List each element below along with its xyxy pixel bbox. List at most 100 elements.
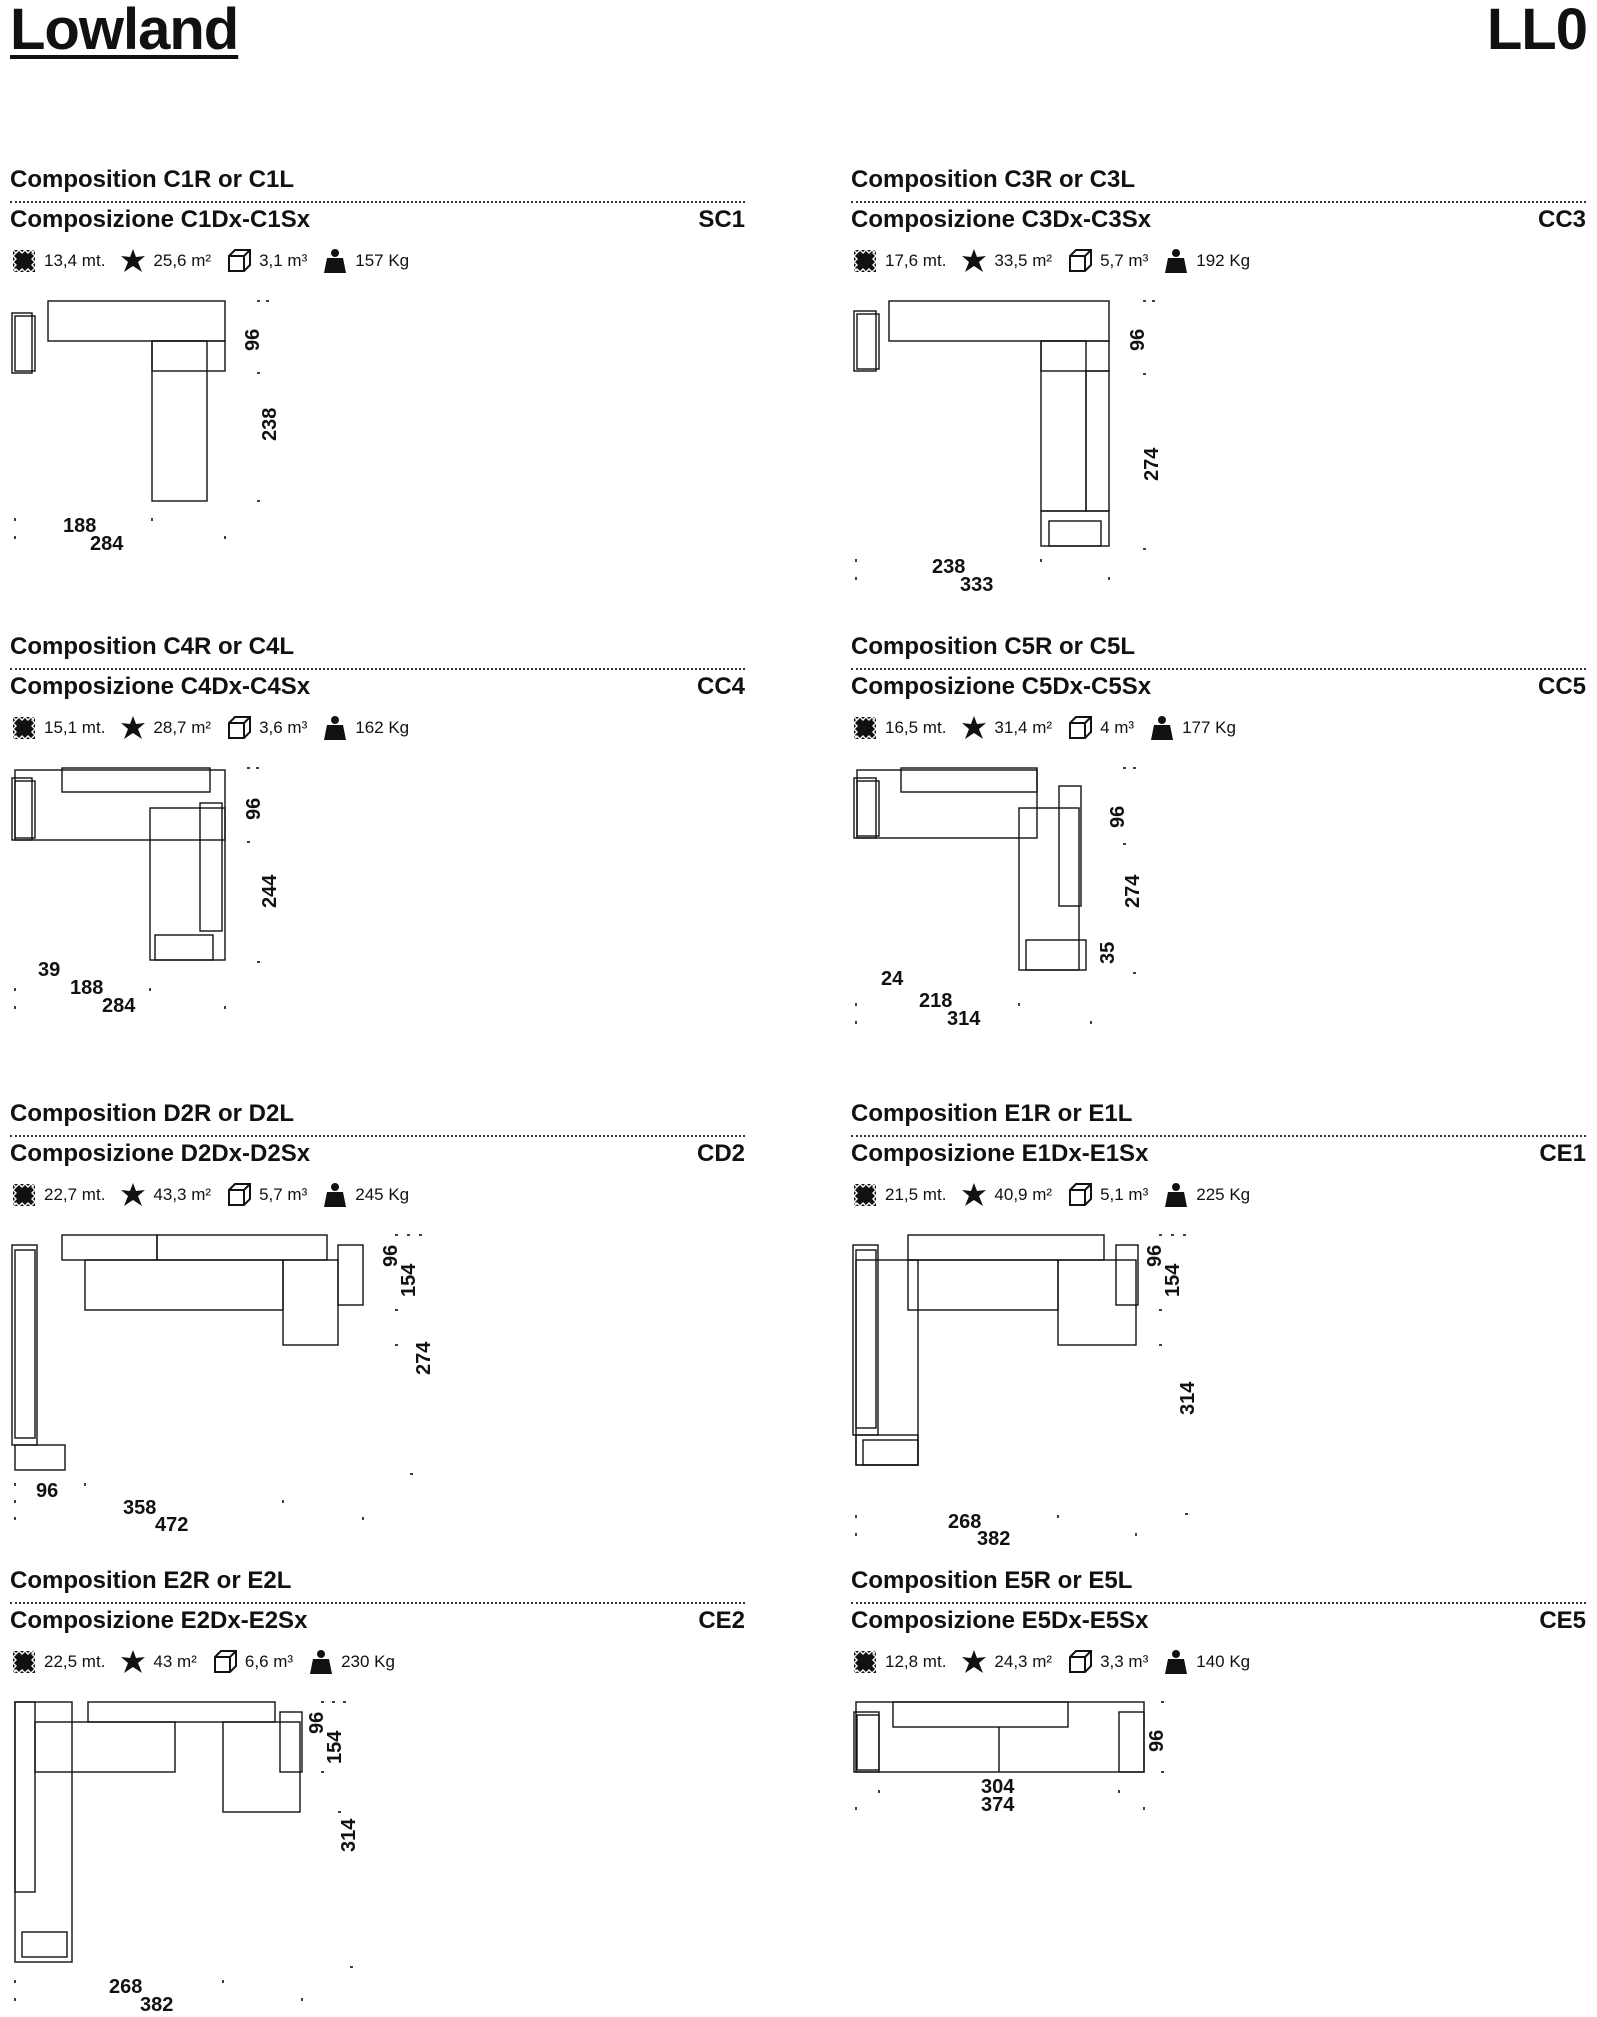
spec-weight: 225 Kg — [1162, 1181, 1250, 1209]
composition-c5: Composition C5R or C5L Composizione C5Dx… — [851, 633, 1586, 1083]
dim-inner-width: 238 — [932, 556, 965, 578]
weight-icon — [321, 1181, 349, 1209]
length-value: 13,4 mt. — [44, 251, 106, 270]
weight-icon — [321, 247, 349, 275]
dim-inner-width: 218 — [919, 990, 952, 1012]
weight-value: 162 Kg — [355, 718, 410, 737]
composition-title-italian: Composizione C4Dx-C4Sx — [10, 673, 311, 700]
dim-inner-width: 268 — [109, 1976, 142, 1998]
spec-volume: 3,3 m³ — [1066, 1648, 1148, 1676]
spec-weight: 230 Kg — [307, 1648, 395, 1676]
spec-area: 43,3 m² — [119, 1181, 211, 1209]
composition-title: Composition E1R or E1L — [851, 1100, 1133, 1127]
weight-value: 245 Kg — [355, 1185, 410, 1204]
fabric-length-icon — [10, 1648, 38, 1676]
spec-area: 25,6 m² — [119, 247, 211, 275]
spec-length: 17,6 mt. — [851, 247, 946, 275]
volume-box-icon — [1066, 1181, 1094, 1209]
dim-middle-depth: 154 — [1162, 1263, 1184, 1297]
composition-title: Composition E5R or E5L — [851, 1567, 1133, 1594]
length-value: 22,5 mt. — [44, 1652, 106, 1671]
spec-volume: 5,1 m³ — [1066, 1181, 1148, 1209]
dim-seat-depth: 96 — [1144, 1245, 1166, 1267]
dim-inner-width: 304 — [981, 1776, 1015, 1798]
area-value: 24,3 m² — [994, 1652, 1053, 1671]
spec-weight: 192 Kg — [1162, 247, 1250, 275]
weight-value: 225 Kg — [1196, 1185, 1251, 1204]
sofa-outline — [11, 300, 226, 502]
dim-seat-depth: 96 — [242, 329, 264, 351]
volume-box-icon — [1066, 247, 1094, 275]
fabric-length-icon — [851, 1648, 879, 1676]
dim-seat-depth: 96 — [1127, 329, 1149, 351]
spec-length: 22,5 mt. — [10, 1648, 105, 1676]
composition-title-italian: Composizione E2Dx-E2Sx — [10, 1607, 308, 1634]
spec-row: 22,5 mt. 43 m² 6,6 m³ 230 Kg — [10, 1647, 409, 1677]
sofa-plan-drawing: 96 154 274 96 358 472 — [11, 1234, 435, 1536]
spec-row: 17,6 mt. 33,5 m² 5,7 m³ 192 Kg — [851, 246, 1264, 276]
dim-total-width: 314 — [947, 1008, 981, 1030]
volume-value: 3,6 m³ — [259, 718, 308, 737]
dim-total-width: 284 — [102, 995, 136, 1017]
sofa-plan-drawing: 96 244 39 188 284 — [11, 767, 281, 1017]
composition-e5: Composition E5R or E5L Composizione E5Dx… — [851, 1567, 1586, 2017]
composition-title-italian: Composizione E5Dx-E5Sx — [851, 1607, 1149, 1634]
model-code: CE5 — [1539, 1607, 1586, 1634]
spec-volume: 5,7 m³ — [225, 1181, 307, 1209]
fabric-length-icon — [851, 1181, 879, 1209]
dim-total-width: 472 — [155, 1514, 188, 1536]
spec-volume: 5,7 m³ — [1066, 247, 1148, 275]
volume-box-icon — [1066, 1648, 1094, 1676]
composition-title-italian: Composizione E1Dx-E1Sx — [851, 1140, 1149, 1167]
leather-area-icon — [960, 247, 988, 275]
weight-icon — [1162, 1648, 1190, 1676]
length-value: 12,8 mt. — [885, 1652, 947, 1671]
dim-total-depth: 244 — [259, 874, 281, 908]
sofa-plan-drawing: 96 274 238 333 — [853, 300, 1163, 596]
sofa-outline — [853, 300, 1110, 547]
spec-row: 12,8 mt. 24,3 m² 3,3 m³ 140 Kg — [851, 1647, 1264, 1677]
weight-icon — [1162, 1181, 1190, 1209]
volume-value: 5,7 m³ — [1100, 251, 1149, 270]
dimension-marks — [855, 300, 1155, 580]
spec-area: 24,3 m² — [960, 1648, 1052, 1676]
volume-box-icon — [225, 247, 253, 275]
weight-icon — [1148, 714, 1176, 742]
sofa-plan-drawing: 96 304 374 — [853, 1701, 1168, 1816]
area-value: 43 m² — [153, 1652, 197, 1671]
spec-volume: 3,1 m³ — [225, 247, 307, 275]
volume-box-icon — [1066, 714, 1094, 742]
volume-box-icon — [211, 1648, 239, 1676]
dim-total-width: 382 — [977, 1528, 1010, 1550]
dim-chaise-width: 96 — [36, 1480, 58, 1502]
weight-icon — [1162, 247, 1190, 275]
model-code: CE1 — [1539, 1140, 1586, 1167]
divider — [10, 1135, 745, 1137]
dim-total-width: 374 — [981, 1794, 1015, 1816]
divider — [851, 201, 1586, 203]
divider — [851, 668, 1586, 670]
fabric-length-icon — [10, 247, 38, 275]
leather-area-icon — [960, 1648, 988, 1676]
composition-title: Composition D2R or D2L — [10, 1100, 295, 1127]
volume-value: 5,7 m³ — [259, 1185, 308, 1204]
weight-icon — [321, 714, 349, 742]
dimension-marks — [14, 300, 269, 539]
sofa-plan-drawing: 96 154 314 268 382 — [14, 1701, 360, 2016]
divider — [10, 201, 745, 203]
length-value: 21,5 mt. — [885, 1185, 947, 1204]
model-code: CE2 — [698, 1607, 745, 1634]
fabric-length-icon — [10, 714, 38, 742]
dim-middle-depth: 154 — [324, 1730, 346, 1764]
weight-value: 140 Kg — [1196, 1652, 1251, 1671]
composition-e1: Composition E1R or E1L Composizione E1Dx… — [851, 1100, 1586, 1550]
spec-volume: 3,6 m³ — [225, 714, 307, 742]
spec-weight: 162 Kg — [321, 714, 409, 742]
dim-total-depth: 274 — [1141, 447, 1163, 481]
spec-weight: 245 Kg — [321, 1181, 409, 1209]
composition-title: Composition E2R or E2L — [10, 1567, 292, 1594]
composition-e2: Composition E2R or E2L Composizione E2Dx… — [10, 1567, 745, 2017]
spec-row: 21,5 mt. 40,9 m² 5,1 m³ 225 Kg — [851, 1180, 1264, 1210]
spec-row: 15,1 mt. 28,7 m² 3,6 m³ 162 Kg — [10, 713, 423, 743]
model-code: CC3 — [1537, 206, 1586, 233]
